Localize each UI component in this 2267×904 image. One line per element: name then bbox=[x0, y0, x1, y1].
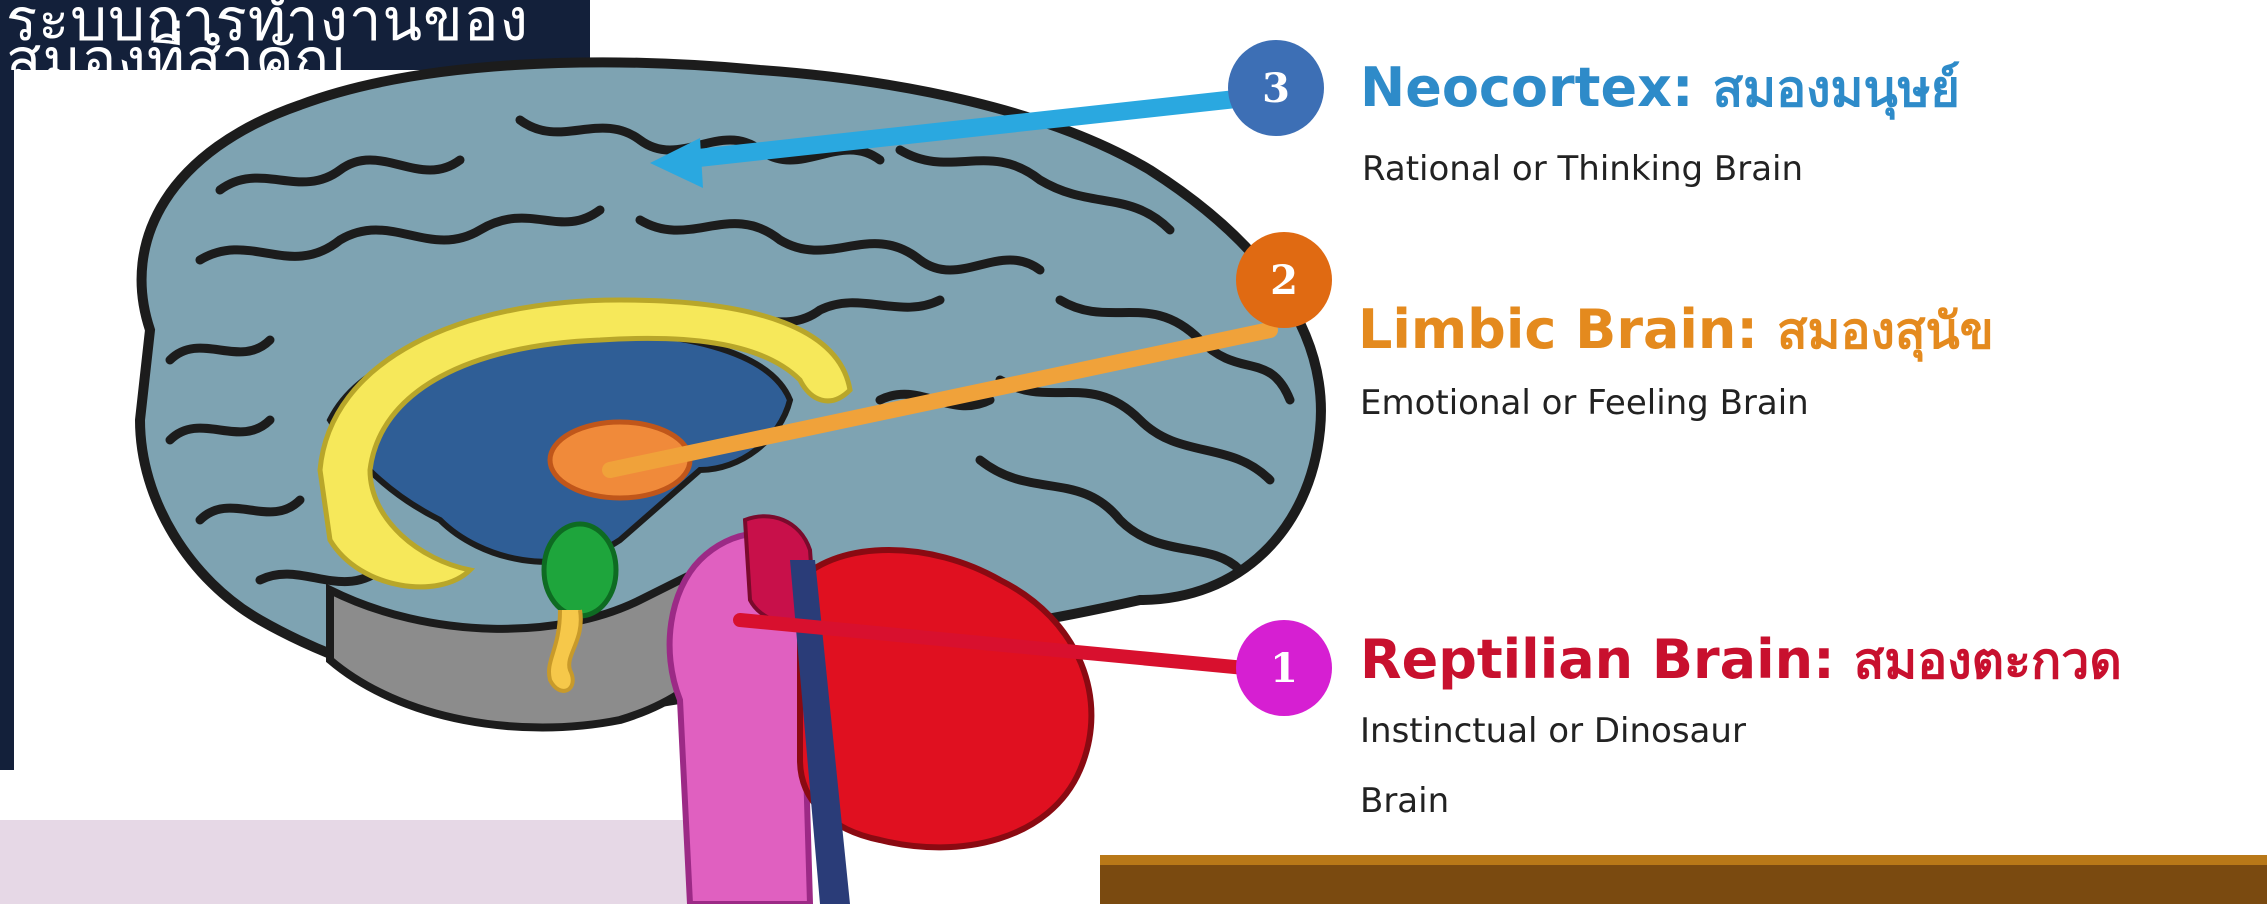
neocortex-heading: Neocortex: สมองมนุษย์ bbox=[1360, 50, 1960, 129]
badge-reptilian: 1 bbox=[1236, 620, 1332, 716]
reptilian-title: Reptilian Brain: bbox=[1360, 628, 1835, 691]
reptilian-heading: Reptilian Brain: สมองตะกวด bbox=[1360, 622, 2122, 701]
reptilian-subtitle-line1: Instinctual or Dinosaur bbox=[1360, 702, 1746, 760]
badge-neocortex: 3 bbox=[1228, 40, 1324, 136]
reptilian-thai: สมองตะกวด bbox=[1854, 632, 2122, 690]
badge-limbic: 2 bbox=[1236, 232, 1332, 328]
neocortex-thai: สมองมนุษย์ bbox=[1713, 60, 1960, 118]
neocortex-subtitle: Rational or Thinking Brain bbox=[1362, 140, 1803, 198]
limbic-title: Limbic Brain: bbox=[1358, 298, 1758, 361]
amygdala-shape bbox=[544, 524, 616, 616]
limbic-subtitle: Emotional or Feeling Brain bbox=[1360, 374, 1809, 432]
reptilian-subtitle-line2: Brain bbox=[1360, 772, 1449, 830]
limbic-heading: Limbic Brain: สมองสุนัข bbox=[1358, 292, 1994, 371]
neocortex-title: Neocortex: bbox=[1360, 56, 1694, 119]
limbic-thai: สมองสุนัข bbox=[1777, 302, 1994, 360]
